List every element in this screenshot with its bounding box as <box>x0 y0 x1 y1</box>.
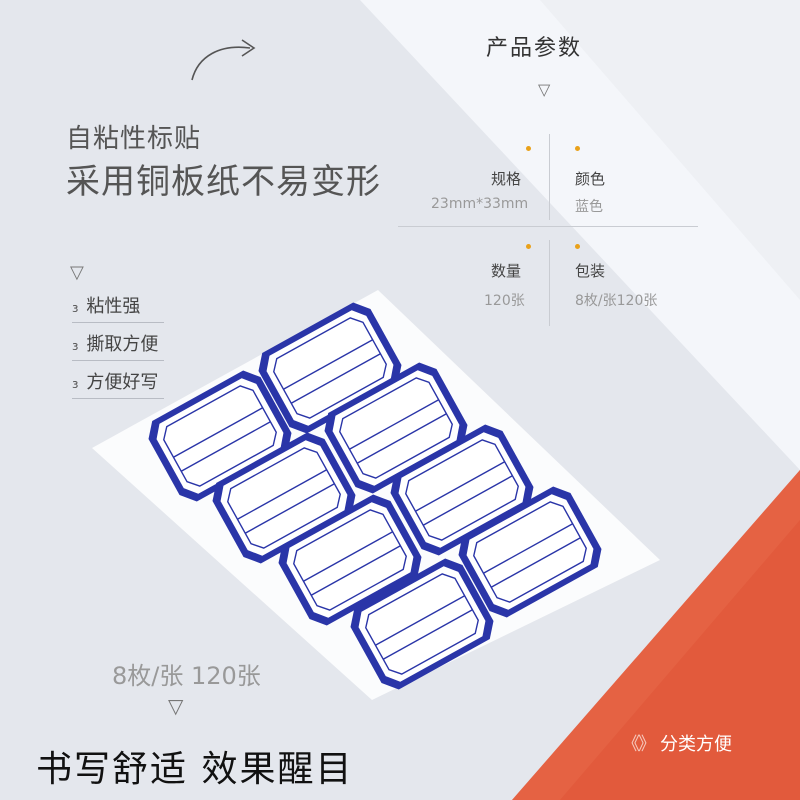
bullet-icon: ɜ <box>72 339 79 353</box>
feature-item: ɜ 粘性强 <box>72 292 164 323</box>
param-value-color: 蓝色 <box>575 199 603 215</box>
param-value-packing: 8枚/张120张 <box>575 293 658 309</box>
feature-label: 方便好写 <box>86 372 159 393</box>
quote-marks-icon: 《》 <box>622 734 656 755</box>
triangle-down-icon: ▽ <box>70 262 84 283</box>
param-label-color: 颜色 <box>575 170 606 188</box>
params-title: 产品参数 <box>486 36 583 61</box>
caption: 8枚/张 120张 <box>112 662 261 690</box>
dot-icon <box>575 146 580 151</box>
curved-arrow-icon <box>191 39 256 81</box>
param-value-quantity: 120张 <box>484 293 525 309</box>
param-divider <box>549 134 550 220</box>
tag-text: 分类方便 <box>660 734 732 755</box>
param-label-spec: 规格 <box>491 170 522 188</box>
param-label-quantity: 数量 <box>491 262 522 280</box>
dot-icon <box>526 244 531 249</box>
headline-line2: 采用铜板纸不易变形 <box>66 162 381 202</box>
category-tag: 《》分类方便 <box>622 730 732 756</box>
feature-label: 撕取方便 <box>86 334 159 355</box>
bullet-icon: ɜ <box>72 377 79 391</box>
param-value-spec: 23mm*33mm <box>431 196 529 212</box>
feature-label: 粘性强 <box>86 296 141 317</box>
dot-icon <box>526 146 531 151</box>
feature-item: ɜ 撕取方便 <box>72 330 164 361</box>
headline-line1: 自粘性标贴 <box>66 124 202 154</box>
param-label-packing: 包装 <box>575 262 606 280</box>
bullet-icon: ɜ <box>72 301 79 315</box>
triangle-down-icon: ▽ <box>538 80 551 99</box>
triangle-down-icon: ▽ <box>168 694 184 718</box>
dot-icon <box>575 244 580 249</box>
feature-item: ɜ 方便好写 <box>72 368 164 399</box>
slogan: 书写舒适 效果醒目 <box>36 749 354 790</box>
param-divider <box>398 226 698 227</box>
param-divider <box>549 240 550 326</box>
